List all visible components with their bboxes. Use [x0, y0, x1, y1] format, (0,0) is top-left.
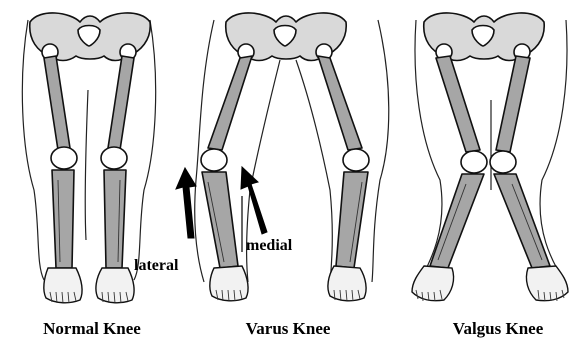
normal-left-femur	[44, 56, 70, 150]
varus-right-femur	[318, 56, 362, 150]
varus-left-knee-joint	[201, 149, 227, 171]
normal-left-knee-joint	[51, 147, 77, 169]
normal-inner-outline	[85, 90, 88, 240]
varus-right-tibia	[336, 172, 368, 268]
normal-knee-caption: Normal Knee	[43, 319, 141, 338]
normal-knee-figure: Normal Knee	[22, 13, 155, 338]
valgus-left-femur	[436, 56, 480, 152]
valgus-knee-figure: Valgus Knee	[412, 13, 568, 338]
medial-label: medial	[246, 237, 293, 254]
varus-knee-caption: Varus Knee	[246, 319, 331, 338]
normal-right-knee-joint	[101, 147, 127, 169]
varus-right-knee-joint	[343, 149, 369, 171]
valgus-left-knee-joint	[461, 151, 487, 173]
lateral-label: lateral	[134, 257, 179, 274]
normal-left-leg-outline	[22, 20, 44, 280]
valgus-right-foot	[526, 266, 568, 301]
varus-left-femur	[208, 56, 252, 150]
normal-right-tibia	[104, 170, 126, 268]
varus-right-foot	[328, 266, 366, 301]
valgus-right-knee-joint	[490, 151, 516, 173]
normal-right-leg-outline	[134, 20, 156, 280]
medial-arrow-icon	[241, 167, 267, 234]
varus-right-leg-outline	[372, 20, 389, 282]
valgus-knee-caption: Valgus Knee	[453, 319, 544, 338]
normal-right-femur	[108, 56, 134, 150]
varus-left-tibia	[202, 172, 238, 268]
valgus-right-leg-outline	[540, 20, 567, 284]
normal-right-foot	[96, 268, 134, 303]
varus-knee-figure: lateral medial Varus Knee	[134, 13, 389, 338]
valgus-right-femur	[496, 56, 530, 152]
lateral-arrow-icon	[176, 168, 196, 238]
valgus-left-foot	[412, 266, 454, 301]
varus-inner-outline-right	[296, 60, 332, 282]
normal-left-tibia	[52, 170, 74, 268]
valgus-left-tibia	[430, 174, 484, 268]
